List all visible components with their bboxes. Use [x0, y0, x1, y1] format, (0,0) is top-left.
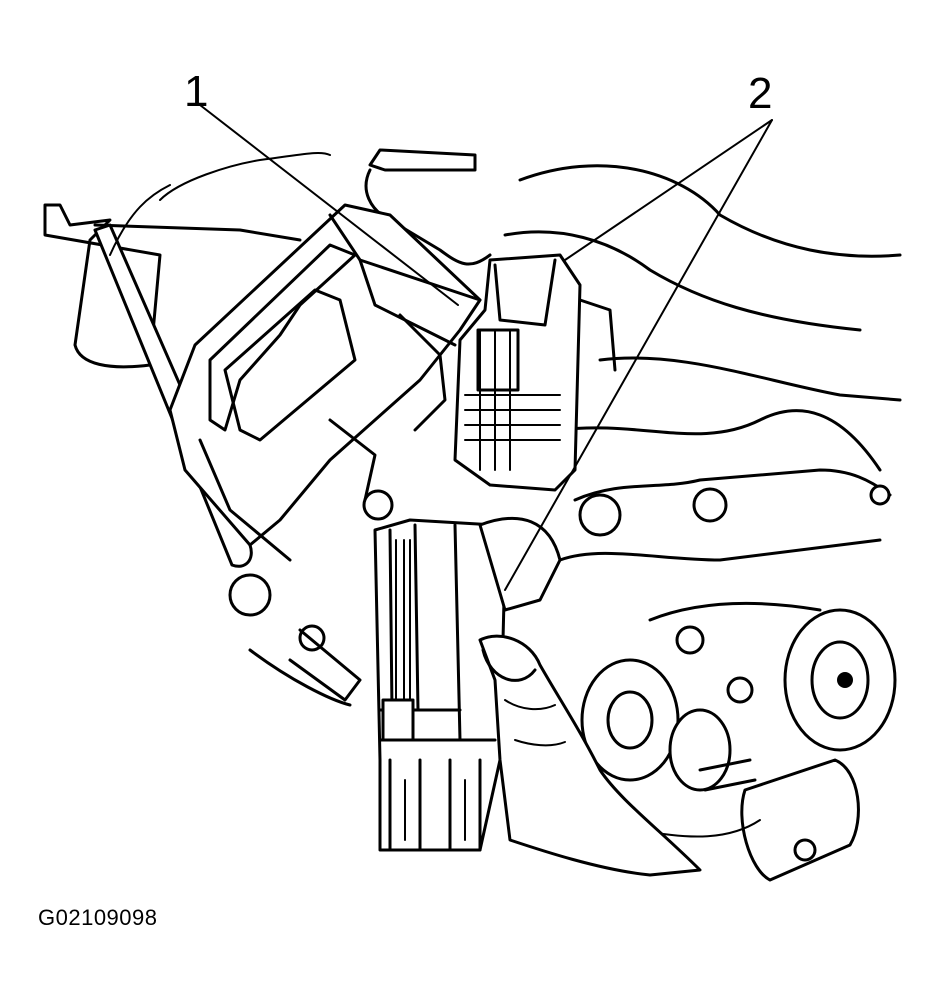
- leader-line-2b: [504, 119, 773, 591]
- engine-background: [503, 164, 902, 882]
- figure-id: G02109098: [38, 905, 158, 930]
- leader-line-1: [199, 104, 459, 306]
- connector-lower: [373, 518, 507, 852]
- leader-lines: [199, 104, 773, 591]
- callout-label-1: 1: [184, 67, 209, 116]
- module-item-1: [168, 203, 482, 562]
- callout-label-2: 2: [748, 69, 773, 118]
- connector-upper: [453, 253, 617, 492]
- leader-line-2a: [564, 119, 773, 261]
